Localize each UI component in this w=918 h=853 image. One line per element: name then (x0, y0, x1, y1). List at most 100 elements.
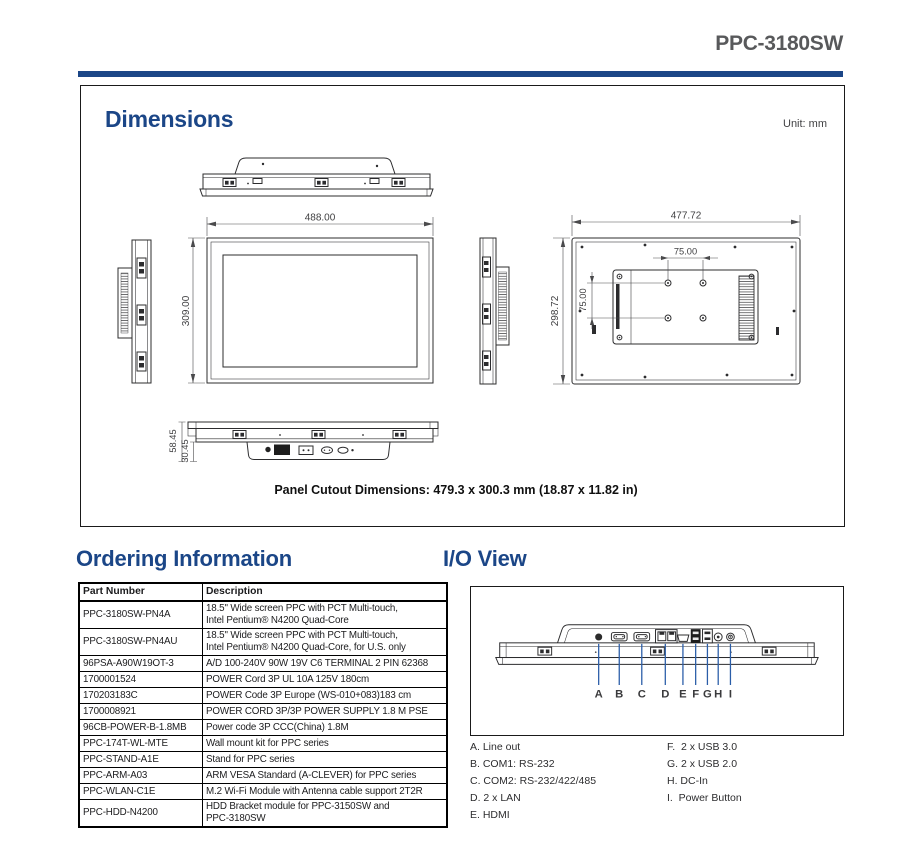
description-cell: POWER Code 3P Europe (WS-010+083)183 cm (202, 687, 448, 704)
part-number-cell: PPC-ARM-A03 (78, 767, 203, 784)
legend-item: F. 2 x USB 3.0 (667, 741, 738, 753)
io-legend-right: F. 2 x USB 3.0 G. 2 x USB 2.0 H. DC-In I… (667, 741, 742, 810)
page-title: PPC-3180SW (715, 32, 843, 55)
legend-item: G. 2 x USB 2.0 (667, 758, 738, 770)
dim-depth-total: 58.45 (168, 429, 178, 452)
line-out-port (595, 633, 603, 641)
description-cell: M.2 Wi-Fi Module with Antenna cable supp… (202, 783, 448, 800)
dim-front-width-lines (206, 217, 434, 236)
legend-item: C. COM2: RS-232/422/485 (470, 775, 597, 787)
dim-front-height-lines (188, 237, 205, 384)
legend-item: I. Power Button (667, 792, 742, 804)
dim-depth-front: 30.45 (180, 439, 190, 462)
right-side-view (479, 237, 510, 385)
lan-ports (655, 629, 678, 644)
io-view-heading: I/O View (443, 546, 527, 571)
unit-label: Unit: mm (783, 118, 827, 130)
bottom-vent-ports (232, 430, 407, 439)
dim-vesa-height-lines (587, 272, 664, 329)
port-letter-b: B (615, 689, 623, 701)
top-vent-ports (222, 178, 406, 187)
panel-cutout-note: Panel Cutout Dimensions: 479.3 x 300.3 m… (274, 483, 637, 497)
description-cell: HDD Bracket module for PPC-3150SW and PP… (202, 799, 448, 828)
usb2-ports (702, 628, 713, 644)
port-letter-i: I (729, 689, 732, 701)
legend-item: B. COM1: RS-232 (470, 758, 555, 770)
description-cell: ARM VESA Standard (A-CLEVER) for PPC ser… (202, 767, 448, 784)
port-letter-g: G (703, 689, 712, 701)
port-letter-a: A (595, 689, 603, 701)
part-number-cell: 1700008921 (78, 703, 203, 720)
io-view-frame: A B C D E F G H I (470, 586, 844, 736)
description-cell: 18.5" Wide screen PPC with PCT Multi-tou… (202, 600, 448, 629)
rear-view: 477.72 298.72 75.00 75.00 (550, 211, 801, 385)
legend-item: E. HDMI (470, 809, 510, 821)
column-header-description: Description (202, 582, 448, 602)
com2-port (633, 632, 651, 642)
io-leader-lines (598, 643, 732, 685)
left-side-view (117, 239, 152, 384)
description-cell: Stand for PPC series (202, 751, 448, 768)
part-number-cell: PPC-WLAN-C1E (78, 783, 203, 800)
io-diagram: A B C D E F G H I (495, 624, 819, 701)
description-cell: POWER Cord 3P UL 10A 125V 180cm (202, 671, 448, 688)
hdmi-port (676, 634, 690, 642)
dim-vesa-width-lines (653, 255, 718, 280)
description-cell: A/D 100-240V 90W 19V C6 TERMINAL 2 PIN 6… (202, 655, 448, 672)
ordering-heading: Ordering Information (76, 546, 293, 571)
part-number-cell: 1700001524 (78, 671, 203, 688)
column-header-part-number: Part Number (78, 582, 203, 602)
legend-item: A. Line out (470, 741, 521, 753)
usb3-ports (690, 629, 701, 643)
bottom-connectors (265, 444, 354, 455)
rear-mount-plate (612, 269, 759, 345)
port-letter-c: C (638, 689, 646, 701)
description-cell: POWER CORD 3P/3P POWER SUPPLY 1.8 M PSE (202, 703, 448, 720)
table-header-row: Part Number Description (78, 582, 448, 602)
rear-connector (738, 275, 755, 341)
description-cell: 18.5" Wide screen PPC with PCT Multi-tou… (202, 628, 448, 656)
dim-rear-width-lines (571, 215, 801, 236)
dim-depth-lines (178, 421, 197, 462)
dim-vesa-height: 75.00 (578, 288, 588, 311)
port-letter-f: F (692, 689, 699, 701)
io-ports (595, 628, 735, 644)
part-number-cell: PPC-HDD-N4200 (78, 799, 203, 828)
dim-vesa-width: 75.00 (674, 247, 697, 257)
dim-rear-height-lines (553, 237, 570, 385)
port-letter-d: D (661, 689, 669, 701)
dimensions-heading: Dimensions (105, 106, 234, 132)
dim-front-height: 309.00 (181, 295, 192, 326)
part-number-cell: 96CB-POWER-B-1.8MB (78, 719, 203, 736)
legend-item: H. DC-In (667, 775, 708, 787)
dim-front-width: 488.00 (305, 213, 336, 224)
front-screen (222, 254, 418, 368)
description-cell: Wall mount kit for PPC series (202, 735, 448, 752)
front-view: 488.00 309.00 (181, 213, 434, 384)
part-number-cell: PPC-3180SW-PN4AU (78, 628, 203, 656)
header-rule (78, 71, 843, 77)
dimension-drawings: 488.00 309.00 (117, 157, 801, 497)
com1-port (610, 632, 628, 642)
part-number-cell: PPC-STAND-A1E (78, 751, 203, 768)
dc-in-port (713, 632, 723, 642)
legend-item: D. 2 x LAN (470, 792, 521, 804)
bottom-view: 58.45 30.45 (168, 421, 439, 463)
part-number-cell: 96PSA-A90W19OT-3 (78, 655, 203, 672)
dimensions-section-frame (80, 85, 845, 527)
power-button (726, 632, 735, 642)
